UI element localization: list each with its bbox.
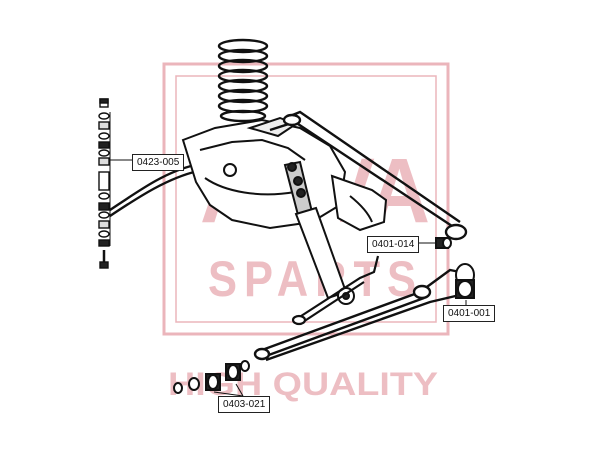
fastener-stack (98, 98, 110, 269)
callout-0423-005: 0423-005 (132, 154, 185, 171)
leader-0403-021-b (213, 391, 244, 397)
upper-rod (291, 255, 380, 326)
watermark-sub: SPARTS (208, 251, 423, 307)
leader-lines (109, 112, 467, 397)
callout-0401-014: 0401-014 (367, 236, 420, 253)
bushing-0401-001 (455, 263, 475, 299)
bushing-0401-014 (435, 237, 452, 249)
callout-0403-021: 0403-021 (218, 396, 271, 413)
bushing-set-0403-021 (173, 360, 250, 394)
coil-spring (217, 38, 269, 123)
leader-0403-021-a (235, 383, 244, 397)
spacer-sleeve (98, 171, 110, 191)
lateral-rod (269, 110, 468, 241)
watermark-inner-frame (175, 75, 437, 323)
callout-0401-001: 0401-001 (443, 305, 496, 322)
